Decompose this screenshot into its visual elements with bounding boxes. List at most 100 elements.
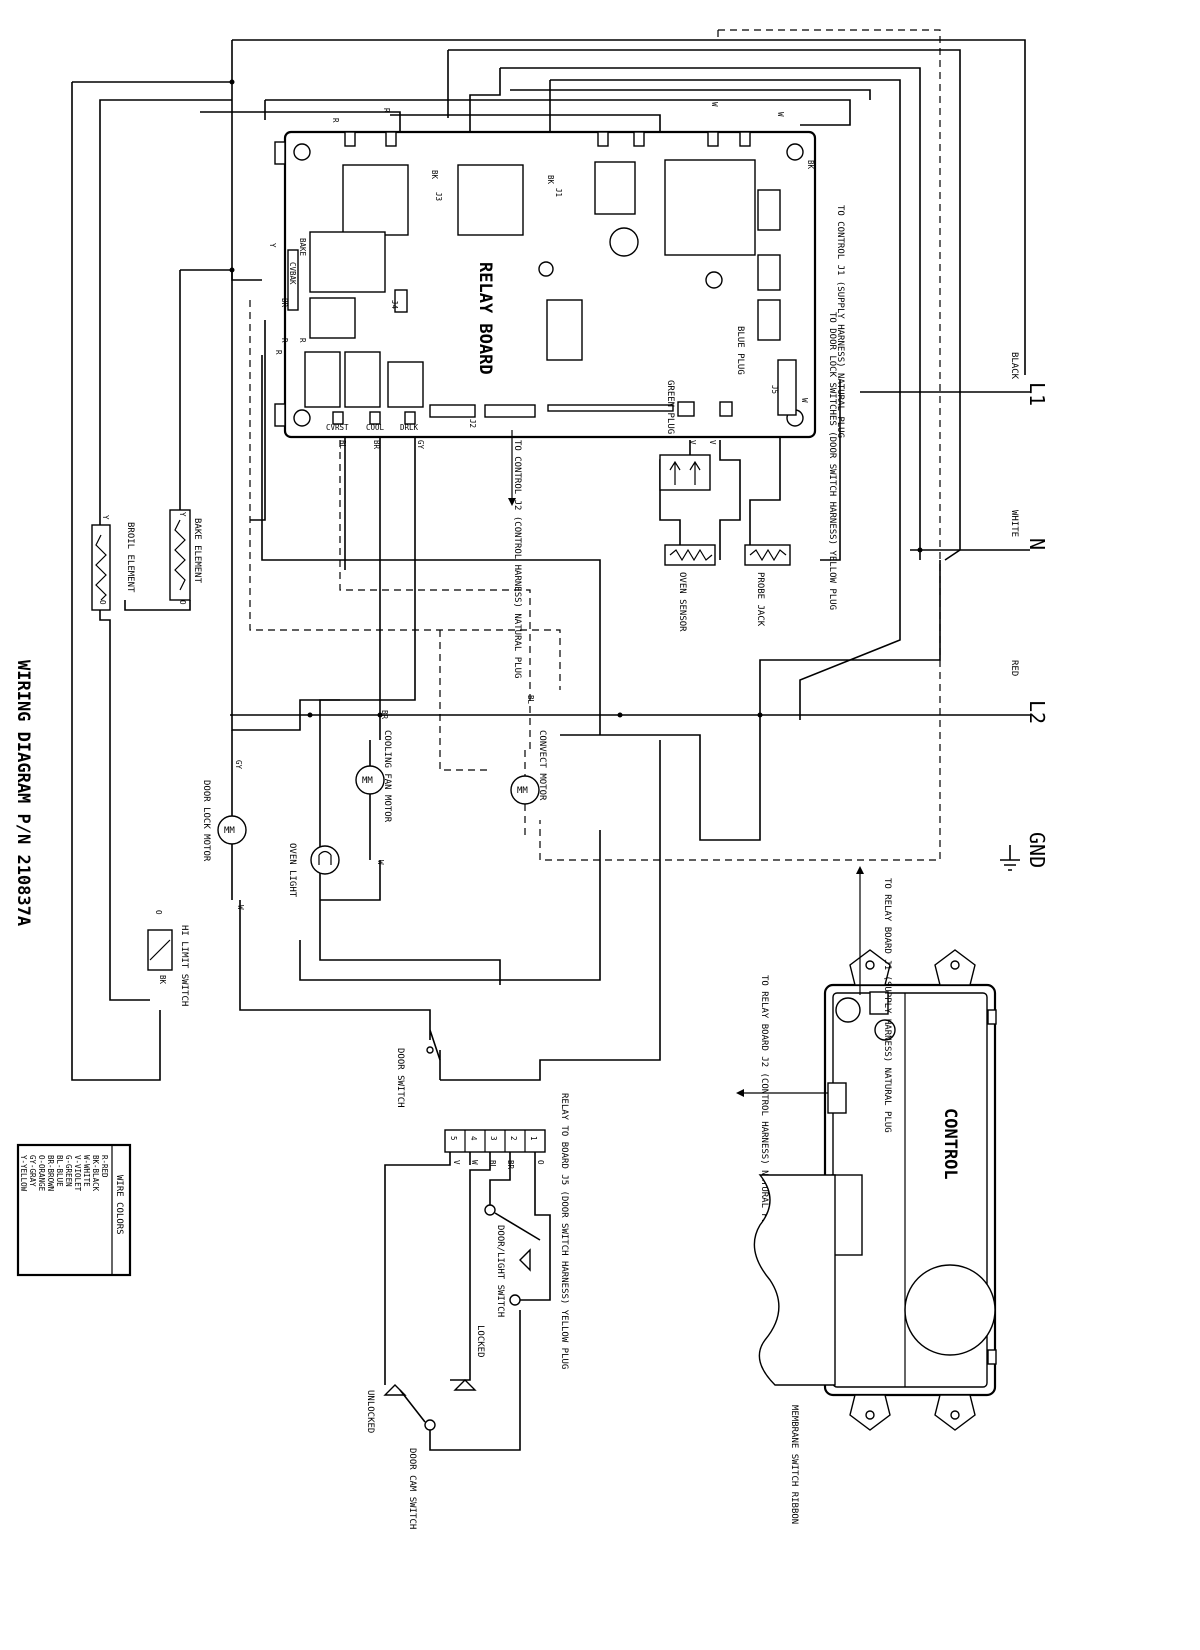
relay-k5: [304, 351, 341, 408]
harness-wire-o: [518, 1152, 551, 1301]
code-o-1: O: [98, 600, 107, 605]
control-capacitor: [874, 1019, 896, 1041]
dashed-routes: [249, 29, 941, 861]
wire-top-5: [510, 89, 871, 100]
relay-label-bake: BAKE: [298, 238, 307, 257]
junction-dot: [307, 712, 313, 718]
control-capacitor: [835, 997, 861, 1023]
locked-label: LOCKED: [475, 1325, 485, 1358]
connector-label-j5: J5: [770, 385, 779, 394]
code-r-2: R: [382, 108, 391, 113]
sensor-connector-pins: [669, 460, 701, 485]
legend-item-1: BK-BLACK: [91, 1155, 100, 1192]
wire-top-2: [448, 49, 961, 561]
code-gy-2: GY: [234, 760, 243, 770]
door-switch-contact: [426, 1046, 434, 1054]
junction-dot: [229, 267, 235, 273]
oven-light-filament: [318, 850, 332, 865]
cooling-fan-motor-symbol: MM: [362, 776, 373, 786]
wire-elements-common: [124, 600, 191, 611]
door-light-switch-arrow: [519, 1248, 531, 1272]
plug-j1: [757, 189, 781, 231]
code-bk-3: BK: [806, 160, 815, 170]
ic-chip: [546, 299, 583, 361]
terminal-l2-color: RED: [1009, 660, 1019, 676]
j5-wire-3: BL: [488, 1160, 497, 1170]
dashed-convect-1: [249, 300, 561, 690]
wire-top-3-drop: [469, 68, 501, 140]
door-lock-switches: 1 2 3 4 5 RELAY TO BOARD J5 (DOOR SWITCH…: [365, 1093, 569, 1529]
junction-dots: [229, 79, 923, 718]
board-tab-bottom: [274, 403, 286, 427]
control-note-j2: TO RELAY BOARD J2 (CONTROL HARNESS) NATU…: [759, 975, 769, 1235]
terminal-l1-color: BLACK: [1009, 352, 1019, 380]
bake-element-coil: [174, 519, 186, 591]
j5-wire-4: W: [470, 1160, 479, 1165]
j5-wire-5: V: [452, 1160, 461, 1165]
code-w-4: W: [236, 905, 245, 910]
relay-label-cool: COOL: [366, 423, 385, 432]
code-r-1: R: [331, 118, 340, 123]
wire-fan-w: [320, 860, 381, 901]
relay-k1: [342, 164, 409, 236]
code-y-2: Y: [178, 512, 187, 517]
wire-top-4: [550, 79, 901, 720]
connector-label-j4: J4: [390, 300, 399, 310]
wire-top-3: [500, 67, 921, 560]
j5-harness-plug: [444, 1129, 546, 1153]
relay-label-cvbak: CVBAK: [288, 262, 297, 285]
probe-jack: [744, 544, 791, 566]
relay-k2: [309, 231, 386, 293]
legend-item-3: V-VIOLET: [73, 1155, 82, 1192]
control-j1-plug: [869, 991, 889, 1015]
probe-jack-label: PROBE JACK: [755, 572, 765, 627]
wire-drlk: [379, 430, 416, 740]
wire-top-8: [200, 111, 401, 135]
relay-k7: [387, 361, 424, 408]
code-bk-4: BK: [158, 975, 167, 985]
relay-k8: [594, 161, 636, 215]
control-board: CONTROL TO RELAY BOARD J1 (SUPPLY HARNES…: [736, 866, 997, 1524]
terminal-l2: L2: [1025, 700, 1049, 724]
arrow-j2-head: [508, 498, 516, 506]
j5-pin-5: 5: [449, 1136, 458, 1141]
membrane-label: MEMBRANE SWITCH RIBBON: [789, 1405, 799, 1524]
wire-hi-limit-loop: [71, 81, 232, 1081]
terminal-n-color: WHITE: [1009, 510, 1019, 537]
bake-element-label: BAKE ELEMENT: [192, 518, 202, 584]
wire-l1-bus: [231, 39, 1026, 700]
sensor-connector: [659, 454, 711, 491]
control-screw: [865, 960, 875, 970]
probe-jack-coil: [749, 548, 787, 562]
j5-pin-2: 2: [509, 1136, 518, 1141]
top-terminal-6: [739, 131, 751, 147]
plug-j5: [777, 359, 797, 416]
note-to-control-j2: TO CONTROL J2 (CONTROL HARNESS) NATURAL …: [512, 440, 522, 678]
dashed-convect-3: [439, 630, 490, 771]
wire-light-return: [299, 830, 601, 981]
legend-item-6: BR-BROWN: [46, 1155, 55, 1191]
door-cam-switch-blade: [399, 1389, 426, 1423]
relay-board: RELAY BOARD BAKE CVBAK CVRST COOL DRLK J…: [274, 130, 817, 439]
bottom-terminal-2: [369, 411, 381, 425]
junction-dot: [617, 712, 623, 718]
code-br-3: BR: [380, 710, 389, 720]
transformer-frame: [664, 159, 756, 256]
harness-return: [429, 1310, 521, 1451]
loads: MM DOOR LOCK MOTOR OVEN LIGHT MM COOLING…: [201, 454, 791, 1108]
bottom-terminal-1: [332, 411, 344, 425]
capacitor-1: [609, 227, 639, 257]
green-plug: [677, 401, 695, 417]
cooling-fan-label: COOLING FAN MOTOR: [382, 730, 392, 823]
oven-light: [310, 845, 340, 875]
header-j4: [429, 404, 476, 418]
wire-broil-to-hilimit: [99, 610, 150, 1001]
heating-elements: BAKE ELEMENT BROIL ELEMENT HI LIMIT SWIT…: [91, 509, 202, 1006]
top-terminal-5: [707, 131, 719, 147]
harness-wire-br: [489, 1152, 511, 1205]
code-w-3: W: [376, 860, 385, 865]
top-terminal-2: [385, 131, 397, 147]
code-o-3: O: [154, 910, 163, 915]
supply-terminals: L1 BLACK N WHITE L2 RED GND: [1000, 352, 1049, 871]
